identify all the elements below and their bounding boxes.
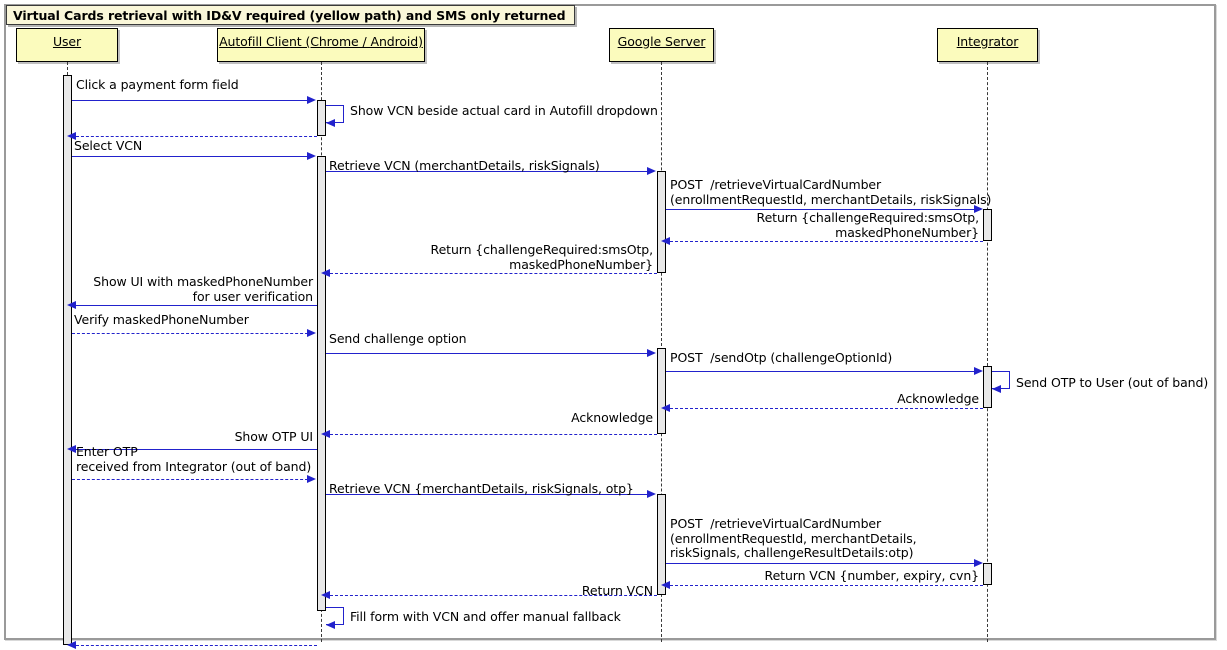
msg-17-line [72,479,313,480]
msg-6-line [666,209,979,210]
msg-12-line [666,371,979,372]
msg-11-line [326,353,653,354]
msg-11-arrowhead [647,348,656,357]
msg-21-label: Return VCN [581,583,653,598]
msg-10-arrowhead [307,328,316,337]
msg-15-line [330,434,657,435]
msg-12-arrowhead [974,366,983,375]
lifeline-integrator [987,62,988,642]
msg-1-line [72,100,313,101]
msg-14-line [670,408,983,409]
participant-integrator-label: Integrator [956,34,1019,49]
diagram-frame-background [6,6,1214,638]
activation-google-2 [657,348,666,434]
msg-9-label: Show UI with maskedPhoneNumber for user … [93,274,313,304]
msg-21-arrowhead [321,590,330,599]
msg-13-arrowhead [992,384,1001,393]
msg-20-arrowhead [661,580,670,589]
msg-8-arrowhead [321,268,330,277]
msg-1-arrowhead [307,95,316,104]
msg-20-label: Return VCN {number, expiry, cvn} [764,568,980,583]
msg-8-line [330,273,657,274]
participant-user[interactable]: User [16,28,118,62]
msg-15-label: Acknowledge [571,410,653,425]
msg-2-label: Show VCN beside actual card in Autofill … [350,103,658,118]
msg-2-selfloop [326,105,344,123]
msg-18-line [326,494,653,495]
msg-3-line [76,136,317,137]
msg-16-line [76,449,317,450]
msg-14-arrowhead [661,403,670,412]
msg-10-label: Verify maskedPhoneNumber [74,312,249,327]
msg-6-arrowhead [974,204,983,213]
msg-9-arrowhead [67,300,76,309]
msg-4-arrowhead [307,151,316,160]
msg-18-label: Retrieve VCN {merchantDetails, riskSigna… [329,481,634,496]
msg-13-label: Send OTP to User (out of band) [1016,375,1209,390]
msg-5-arrowhead [647,166,656,175]
msg-13-selfloop [992,371,1010,389]
msg-19-label: POST /retrieveVirtualCardNumber (enrollm… [670,516,917,560]
msg-16-label: Show OTP UI [234,429,314,444]
msg-18-arrowhead [647,489,656,498]
participant-user-label: User [52,34,82,49]
msg-7-arrowhead [661,236,670,245]
msg-5-line [326,171,653,172]
msg-17-arrowhead [307,474,316,483]
msg-4-line [72,156,313,157]
participant-autofill-client[interactable]: Autofill Client (Chrome / Android) [217,28,425,62]
msg-15-arrowhead [321,429,330,438]
participant-autofill-client-label: Autofill Client (Chrome / Android) [219,34,423,49]
msg-22-selfloop [326,607,344,625]
activation-integrator-3 [983,563,992,585]
diagram-frame [4,4,1216,640]
activation-user [63,75,72,645]
activation-google-1 [657,171,666,273]
msg-11-label: Send challenge option [329,331,467,346]
msg-22-label: Fill form with VCN and offer manual fall… [350,609,621,624]
participant-google-server[interactable]: Google Server [609,28,714,62]
diagram-title: Virtual Cards retrieval with ID&V requir… [6,5,576,25]
msg-17-label: Enter OTP received from Integrator (out … [76,444,312,474]
msg-21-line [330,595,657,596]
msg-3-arrowhead [67,131,76,140]
msg-22-arrowhead [326,620,335,629]
msg-1-label: Click a payment form field [76,77,239,92]
activation-autofill-2 [317,156,326,611]
msg-8-label: Return {challengeRequired:smsOtp, masked… [430,242,654,272]
msg-14-label: Acknowledge [897,391,979,406]
activation-integrator-1 [983,209,992,241]
msg-4-label: Select VCN [74,138,143,153]
msg-9-line [76,305,317,306]
msg-20-line [670,585,983,586]
msg-23-line [76,645,317,646]
msg-5-label: Retrieve VCN (merchantDetails, riskSigna… [329,158,600,173]
msg-7-line [670,241,983,242]
activation-autofill-1 [317,100,326,136]
msg-23-arrowhead [67,640,76,649]
msg-2-arrowhead [326,118,335,127]
msg-16-arrowhead [67,444,76,453]
participant-integrator[interactable]: Integrator [937,28,1038,62]
participant-google-server-label: Google Server [617,34,706,49]
msg-10-line [72,333,313,334]
msg-7-label: Return {challengeRequired:smsOtp, masked… [756,210,980,240]
msg-6-label: POST /retrieveVirtualCardNumber (enrollm… [670,177,992,207]
activation-google-3 [657,494,666,595]
msg-12-label: POST /sendOtp (challengeOptionId) [670,350,893,365]
msg-19-line [666,563,979,564]
activation-integrator-2 [983,366,992,408]
msg-19-arrowhead [974,558,983,567]
